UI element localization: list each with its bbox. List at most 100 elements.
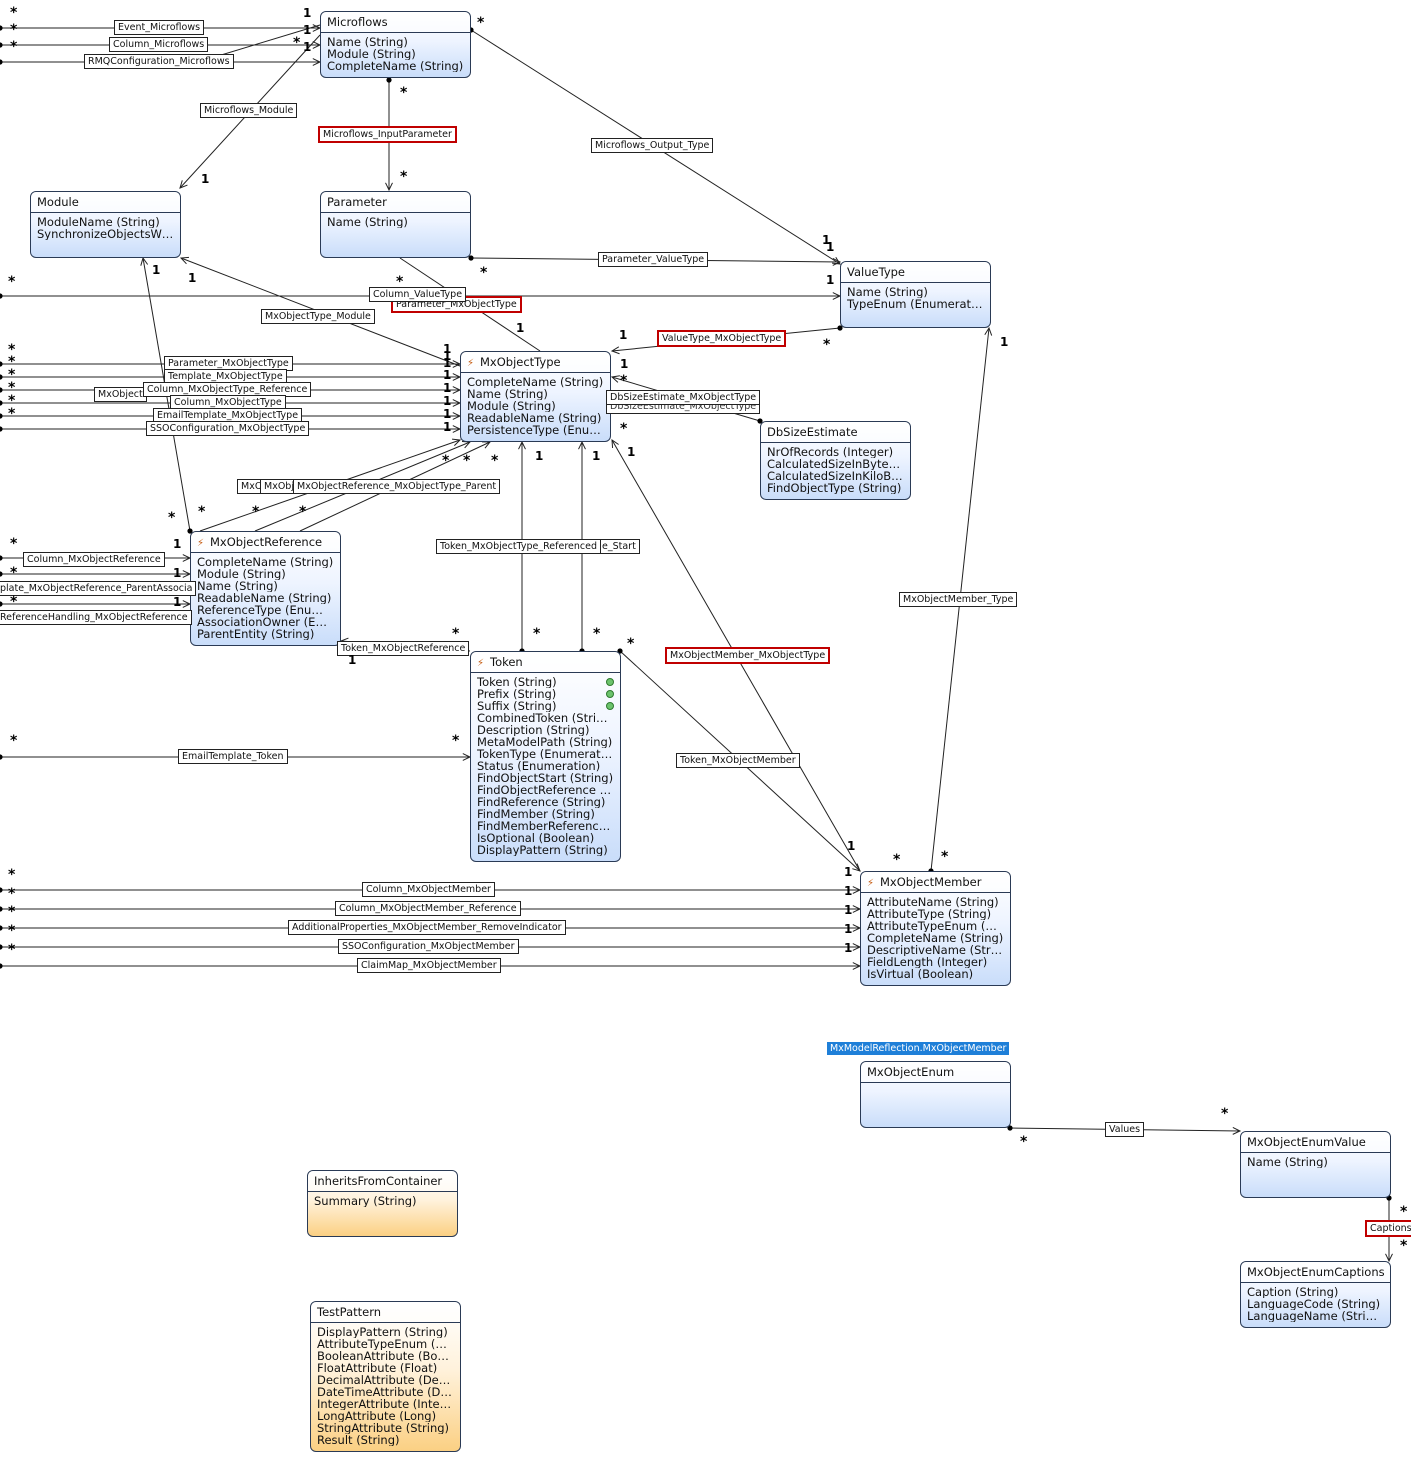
owner-dot	[0, 293, 3, 299]
entity-mxobjectmember[interactable]: ⚡MxObjectMember AttributeName (String) A…	[860, 871, 1011, 986]
association-label[interactable]: SSOConfiguration_MxObjectMember	[338, 939, 519, 954]
multiplicity-marker: *	[8, 380, 16, 396]
owner-dot	[0, 944, 3, 950]
attribute: Name (String)	[327, 216, 408, 228]
persistable-icon: ⚡	[197, 538, 205, 549]
association-label[interactable]: DbSizeEstimate_MxObjectType	[606, 390, 761, 405]
association-label[interactable]: Column_MxObjectMember	[362, 882, 495, 897]
association-label[interactable]: Column_Microflows	[109, 37, 209, 52]
persistable-icon: ⚡	[467, 358, 475, 369]
arrow-head	[451, 438, 462, 447]
multiplicity-marker: *	[299, 504, 307, 520]
association-label[interactable]: plate_MxObjectReference_ParentAssocia	[0, 581, 197, 596]
multiplicity-marker: *	[10, 22, 18, 38]
attribute: FindReference (String)	[477, 796, 606, 808]
multiplicity-marker: 1	[844, 884, 853, 898]
multiplicity-marker: *	[168, 510, 176, 526]
arrow-head	[832, 257, 842, 266]
association-label[interactable]: MxObjectMember_MxObjectType	[665, 647, 831, 664]
multiplicity-marker: 1	[844, 903, 853, 917]
multiplicity-marker: *	[1400, 1204, 1408, 1220]
association-label[interactable]: Event_Microflows	[114, 20, 205, 35]
multiplicity-marker: 1	[173, 566, 182, 580]
arrow-head	[852, 863, 861, 872]
association-label[interactable]: Token_MxObjectMember	[676, 753, 800, 768]
attribute: DescriptiveName (Stri...	[867, 944, 1004, 956]
entity-mxobjectenumvalue[interactable]: MxObjectEnumValue Name (String)	[1240, 1131, 1391, 1198]
entity-mxobjectenum[interactable]: MxObjectEnum	[860, 1061, 1011, 1128]
attribute: NrOfRecords (Integer)	[767, 446, 894, 458]
association-label[interactable]: Microflows_Output_Type	[591, 138, 714, 153]
multiplicity-marker: 1	[443, 356, 452, 370]
entity-mxobjecttype[interactable]: ⚡MxObjectType CompleteName (String) Name…	[460, 351, 611, 442]
association-label[interactable]: MxO	[237, 479, 267, 494]
attribute: IsOptional (Boolean)	[477, 832, 595, 844]
attribute: ReadableName (String)	[197, 592, 332, 604]
association-label[interactable]: RMQConfiguration_Microflows	[84, 54, 234, 69]
multiplicity-marker: *	[10, 536, 18, 552]
owner-dot	[0, 925, 3, 931]
multiplicity-marker: *	[893, 852, 901, 868]
entity-mxobjectenumcaptions[interactable]: MxObjectEnumCaptions Caption (String) La…	[1240, 1261, 1391, 1328]
entity-token[interactable]: ⚡Token Token (String) Prefix (String) Su…	[470, 651, 621, 862]
multiplicity-marker: *	[8, 342, 16, 358]
attribute: CompleteName (String)	[197, 556, 334, 568]
association-label[interactable]: Microflows_InputParameter	[318, 126, 457, 143]
entity-title: Microflows	[321, 12, 470, 33]
entity-dbsizeestimate[interactable]: DbSizeEstimate NrOfRecords (Integer) Cal…	[760, 421, 911, 500]
association-label[interactable]: Microflows_Module	[200, 103, 298, 118]
association-label[interactable]: Column_MxObjectMember_Reference	[335, 901, 521, 916]
attribute-text: Suffix (String)	[477, 700, 557, 712]
association-label[interactable]: SSOConfiguration_MxObjectType	[146, 421, 310, 436]
multiplicity-marker: *	[8, 393, 16, 409]
multiplicity-marker: *	[1221, 1106, 1229, 1122]
attribute: FindObjectType (String)	[767, 482, 902, 494]
attribute: Module (String)	[197, 568, 286, 580]
multiplicity-marker: *	[452, 733, 460, 749]
entity-mxobjectreference[interactable]: ⚡MxObjectReference CompleteName (String)…	[190, 531, 341, 646]
multiplicity-marker: 1	[826, 240, 835, 254]
association-label[interactable]: Column_ValueType	[369, 287, 467, 302]
multiplicity-marker: 1	[303, 23, 312, 37]
association-label[interactable]: Values	[1105, 1122, 1145, 1137]
association-label[interactable]: ValueType_MxObjectType	[657, 330, 787, 347]
association-label[interactable]: e_Start	[598, 539, 640, 554]
attribute-list: CompleteName (String) Module (String) Na…	[191, 553, 340, 640]
association-label[interactable]: Token_MxObjectReference	[337, 641, 470, 656]
entity-inheritsfromcontainer[interactable]: InheritsFromContainer Summary (String)	[307, 1170, 458, 1237]
association-label[interactable]: MxObject	[94, 387, 147, 402]
association-label[interactable]: Token_MxObjectType_Referenced	[436, 539, 601, 554]
multiplicity-marker: *	[1400, 1238, 1408, 1254]
multiplicity-marker: *	[252, 504, 260, 520]
association-label[interactable]: Captions	[1365, 1220, 1411, 1237]
multiplicity-marker: *	[10, 733, 18, 749]
association-label[interactable]: ReferenceHandling_MxObjectReference	[0, 610, 192, 625]
association-label[interactable]: MxObjectType_Module	[261, 309, 375, 324]
association-label[interactable]: MxObjectMember_Type	[899, 592, 1018, 607]
entity-microflows[interactable]: Microflows Name (String) Module (String)…	[320, 11, 471, 78]
multiplicity-marker: *	[8, 406, 16, 422]
association-label[interactable]: ClaimMap_MxObjectMember	[357, 958, 501, 973]
multiplicity-marker: *	[8, 367, 16, 383]
attribute: ReferenceType (Enume...	[197, 604, 334, 616]
association-label[interactable]: EmailTemplate_Token	[178, 749, 288, 764]
multiplicity-marker: 1	[188, 271, 197, 285]
entity-valuetype[interactable]: ValueType Name (String) TypeEnum (Enumer…	[840, 261, 991, 328]
association-label[interactable]: AdditionalProperties_MxObjectMember_Remo…	[288, 920, 566, 935]
association-label[interactable]: MxObjectReference_MxObjectType_Parent	[293, 479, 501, 494]
attribute: Module (String)	[327, 48, 416, 60]
multiplicity-marker: *	[1020, 1134, 1028, 1150]
association-label[interactable]: Parameter_ValueType	[598, 252, 709, 267]
entity-testpattern[interactable]: TestPattern DisplayPattern (String) Attr…	[310, 1301, 461, 1452]
multiplicity-marker: *	[8, 904, 16, 920]
association-label[interactable]: Column_MxObjectReference	[23, 552, 165, 567]
entity-title: ⚡Token	[471, 652, 620, 673]
entity-parameter[interactable]: Parameter Name (String)	[320, 191, 471, 258]
multiplicity-marker: *	[400, 85, 408, 101]
attribute: Suffix (String)	[477, 700, 614, 712]
entity-title: TestPattern	[311, 1302, 460, 1323]
association-label[interactable]: MxObj	[260, 479, 298, 494]
multiplicity-marker: *	[477, 15, 485, 31]
entity-module[interactable]: Module ModuleName (String) SynchronizeOb…	[30, 191, 181, 258]
